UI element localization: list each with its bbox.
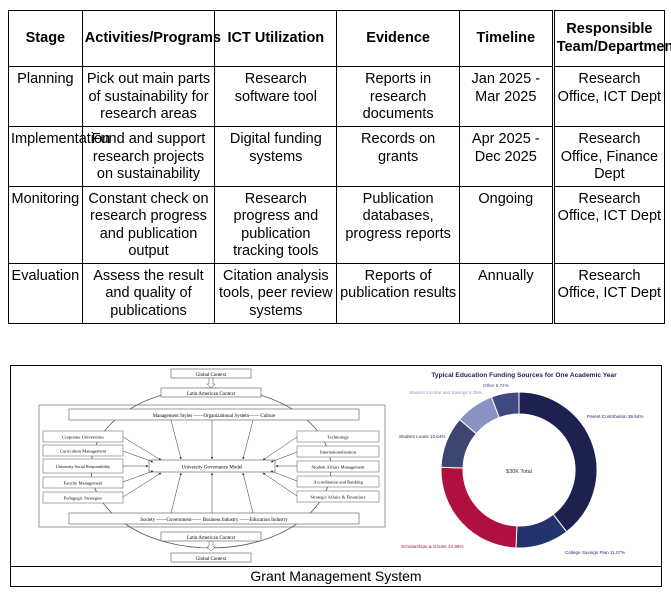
table-row: Implementation Fund and support research… (8, 126, 666, 187)
donut-slice (490, 391, 520, 419)
right-boxes: Technology Internationalization Student … (296, 430, 380, 503)
table-cell: Assess the result and quality of publica… (81, 262, 216, 324)
figure-frame: Global Context Latin American Context Ma… (10, 365, 662, 587)
governance-diagram: Global Context Latin American Context Ma… (38, 368, 386, 563)
global-context-bottom: Global Context (196, 557, 227, 562)
table-cell: Reports of publication results (336, 262, 460, 324)
table-cell: Reports in research documents (336, 66, 460, 127)
table-cell: Evaluation (8, 262, 83, 324)
table-cell: Fund and support research projects on su… (81, 126, 216, 187)
header-ict: ICT Utilization (214, 10, 338, 67)
table-cell: Jan 2025 - Mar 2025 (458, 66, 554, 127)
management-row-box (68, 408, 360, 421)
right-box-label: Strategic Affairs & Financiers (310, 495, 365, 500)
slice-label-college: College Savings Plan 11.07% (565, 550, 625, 555)
right-box-label: Technology (327, 435, 349, 440)
center-box (148, 459, 276, 473)
funding-donut-chart: Typical Education Funding Sources for On… (399, 372, 643, 555)
right-box-label: Student Affairs Management (312, 465, 366, 470)
table-row: Evaluation Assess the result and quality… (8, 262, 666, 324)
figure-caption: Grant Management System (10, 566, 662, 587)
governance-frame (38, 404, 386, 528)
left-box-label: Curriculum Management (60, 449, 107, 454)
double-arrow-icon (206, 540, 216, 552)
strategy-table: Stage Activities/Programs ICT Utilizatio… (8, 10, 671, 324)
left-box-label: Corporate Universities (62, 435, 104, 440)
donut-title: Typical Education Funding Sources for On… (431, 372, 617, 379)
society-row: Society ——Government—— Business Industry… (140, 518, 288, 523)
global-context-bottom-box (170, 552, 252, 563)
header-stage: Stage (8, 10, 83, 67)
right-box-label: Accreditation and Ranking (313, 480, 363, 485)
left-box-label: Pedagogic Strategies (64, 496, 103, 501)
table-cell: Publication databases, progress reports (336, 185, 460, 264)
donut-slice (440, 466, 518, 549)
management-row: Management Styles ——Organizational Syste… (153, 414, 276, 419)
header-timeline: Timeline (458, 10, 554, 67)
table-cell: Pick out main parts of sustainability fo… (81, 66, 216, 127)
table-cell: Citation analysis tools, peer review sys… (214, 262, 338, 324)
table-cell: Implementation (8, 126, 110, 187)
right-box-label: Internationalization (320, 450, 357, 455)
slice-label-income: Student Income and Savings 8.05% (409, 390, 482, 395)
table-cell: Research progress and publication tracki… (214, 185, 338, 264)
table-cell: Constant check on research progress and … (81, 185, 216, 264)
latam-context-bottom: Latin American Context (187, 536, 236, 541)
header-evidence: Evidence (336, 10, 460, 67)
slice-label-scholarships: Scholarships & Grants 24.95% (401, 544, 464, 549)
donut-slice (518, 391, 598, 533)
latam-top-box (160, 387, 262, 398)
table-cell: Research Office, Finance Dept (551, 126, 666, 187)
left-box-label: Faculty Management (64, 481, 104, 486)
table-row: Monitoring Constant check on research pr… (8, 185, 666, 264)
table-cell: Research software tool (214, 66, 338, 127)
society-row-box (68, 512, 360, 525)
latam-context-top: Latin American Context (187, 392, 236, 397)
table-cell: Ongoing (458, 185, 554, 264)
table-cell: Research Office, ICT Dept (551, 262, 666, 324)
table-cell: Apr 2025 - Dec 2025 (458, 126, 554, 187)
donut-center-label: $30K Total (506, 469, 532, 475)
slice-label-loans: Student Loans 10.64% (399, 434, 446, 439)
table-cell: Records on grants (336, 126, 460, 187)
header-responsible: Responsible Team/Department (551, 10, 671, 67)
table-row: Planning Pick out main parts of sustaina… (8, 66, 666, 127)
slice-label-parent: Parent Contribution 39.54% (587, 414, 643, 419)
table-cell: Digital funding systems (214, 126, 338, 187)
table-header-row: Stage Activities/Programs ICT Utilizatio… (8, 10, 671, 67)
global-context-top: Global Context (196, 373, 227, 378)
center-label: University Governance Model (182, 466, 243, 471)
header-activities: Activities/Programs (81, 10, 221, 67)
table-cell: Research Office, ICT Dept (551, 66, 666, 127)
table-cell: Monitoring (8, 185, 83, 264)
table-cell: Annually (458, 262, 554, 324)
diagram-arrows (122, 419, 298, 514)
donut-slices (440, 391, 598, 549)
double-arrow-icon (206, 377, 216, 389)
table-cell: Planning (8, 66, 83, 127)
slice-label-other: Other 5.74% (483, 383, 509, 388)
table-cell: Research Office, ICT Dept (551, 185, 666, 264)
left-boxes: Corporate Universities Curriculum Manage… (42, 430, 124, 504)
left-box-label: University Social Responsibility (56, 464, 111, 469)
